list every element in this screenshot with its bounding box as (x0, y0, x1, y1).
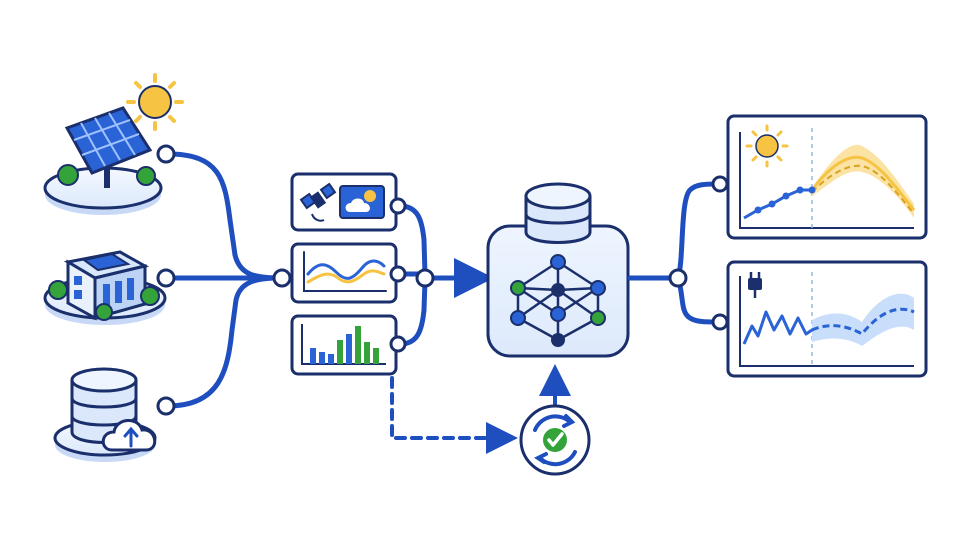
neural-network-model (486, 182, 630, 358)
sun-icon (126, 73, 184, 131)
plug-icon (748, 272, 762, 298)
validation-loop-connector (390, 364, 571, 454)
validation-cycle (519, 404, 591, 476)
cloud-database (53, 367, 157, 462)
satellite-icon (299, 182, 337, 222)
demand-forecast-chart (726, 260, 928, 378)
time-series-card (290, 242, 398, 304)
cloud-upload-icon (101, 419, 157, 452)
source-connectors (165, 151, 283, 409)
line-chart-icon (303, 251, 387, 292)
tree-icon (57, 164, 156, 186)
weather-icon (339, 185, 385, 219)
solar-panel-icon (64, 106, 153, 188)
source-connector-nodes (156, 144, 292, 416)
solar-panel-site (43, 73, 184, 215)
sun-icon (745, 124, 789, 168)
cycle-arrows-icon (533, 414, 577, 467)
satellite-weather-card (290, 172, 398, 232)
solar-forecast-chart (726, 114, 928, 240)
database-icon (524, 182, 592, 244)
bar-chart-icon (301, 324, 386, 365)
output-connector-nodes (668, 175, 729, 331)
building-with-rooftop-solar (43, 250, 167, 325)
bar-chart-card (290, 314, 398, 376)
output-connectors (627, 181, 721, 325)
input-connector-nodes (389, 197, 435, 353)
tree-icon (48, 280, 160, 321)
input-connectors (397, 203, 494, 347)
network-icon (510, 254, 606, 347)
